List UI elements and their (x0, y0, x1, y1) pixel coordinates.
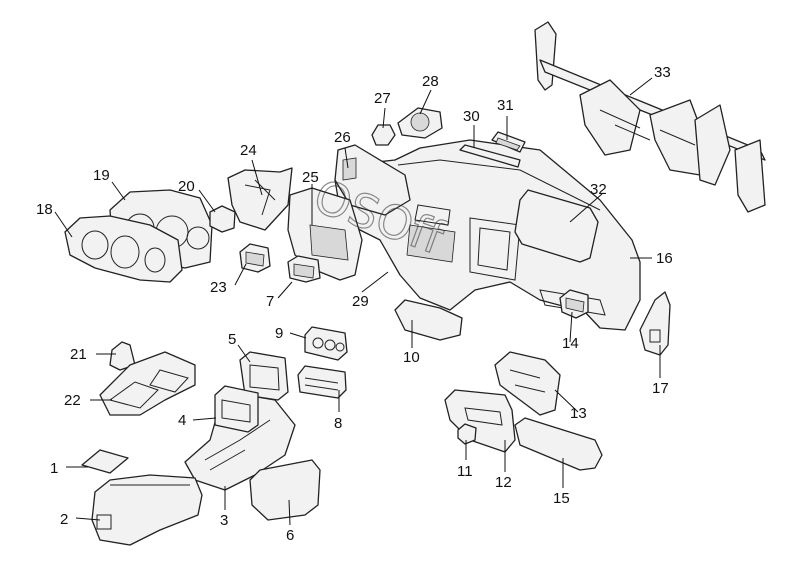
part-16-dashboard-body (334, 139, 641, 331)
part-8-radio-unit (297, 365, 347, 399)
callout-23: 23 (210, 279, 227, 296)
part-18-cluster-bezel (64, 215, 183, 283)
part-7-air-vent-center (287, 255, 321, 283)
callout-7: 7 (266, 293, 274, 310)
leader-lines (54, 77, 661, 526)
part-14-side-vent (559, 289, 589, 319)
callout-32: 32 (590, 181, 607, 198)
callout-31: 31 (497, 97, 514, 114)
callout-20: 20 (178, 178, 195, 195)
part-28-speaker-grille (397, 107, 443, 139)
part-2-rear-console (91, 474, 203, 546)
callout-3: 3 (220, 512, 228, 529)
callout-13: 13 (570, 405, 587, 422)
part-1-small-cover (81, 449, 129, 474)
callout-12: 12 (495, 474, 512, 491)
part-22-shift-trim (99, 351, 196, 416)
part-9-heater-control (304, 326, 348, 361)
part-11-latch (457, 423, 477, 445)
part-23-air-vent-left (239, 243, 271, 273)
callout-22: 22 (64, 392, 81, 409)
callout-6: 6 (286, 527, 294, 544)
callout-28: 28 (422, 73, 439, 90)
callout-16: 16 (656, 250, 673, 267)
part-24-column-bracket (227, 167, 293, 231)
callout-4: 4 (178, 412, 186, 429)
part-20-switch-blank (209, 205, 236, 233)
part-12-glove-box (444, 389, 516, 453)
part-25-lower-panel (287, 187, 363, 281)
callout-26: 26 (334, 129, 351, 146)
callout-11: 11 (457, 463, 473, 480)
callout-2: 2 (60, 511, 68, 528)
callout-29: 29 (352, 293, 369, 310)
callout-labels: 1 2 3 4 5 6 7 8 9 10 11 12 13 14 15 16 1… (36, 64, 673, 544)
callout-14: 14 (562, 335, 579, 352)
callout-15: 15 (553, 490, 570, 507)
callout-30: 30 (463, 108, 480, 125)
part-33-support-frame (534, 21, 766, 213)
callout-33: 33 (654, 64, 671, 81)
callout-24: 24 (240, 142, 257, 159)
callout-8: 8 (334, 415, 342, 432)
part-30-defroster-grille (459, 144, 521, 168)
part-17-end-cap (639, 291, 671, 356)
callout-18: 18 (36, 201, 53, 218)
callout-1: 1 (50, 460, 58, 477)
callout-9: 9 (275, 325, 283, 342)
callout-19: 19 (93, 167, 110, 184)
part-13-lower-bracket (494, 351, 561, 416)
callout-21: 21 (70, 346, 87, 363)
part-6-side-cover (249, 459, 321, 521)
part-15-knee-panel (514, 417, 603, 471)
part-27-tweeter-cover (371, 124, 396, 146)
callout-27: 27 (374, 90, 391, 107)
part-32-airbag-lid (514, 189, 599, 263)
part-26-left-end-panel (334, 144, 411, 216)
callout-17: 17 (652, 380, 669, 397)
callout-5: 5 (228, 331, 236, 348)
callout-10: 10 (403, 349, 420, 366)
part-4-console-panel (214, 385, 259, 433)
part-31-small-grille (491, 131, 526, 153)
callout-25: 25 (302, 169, 319, 186)
